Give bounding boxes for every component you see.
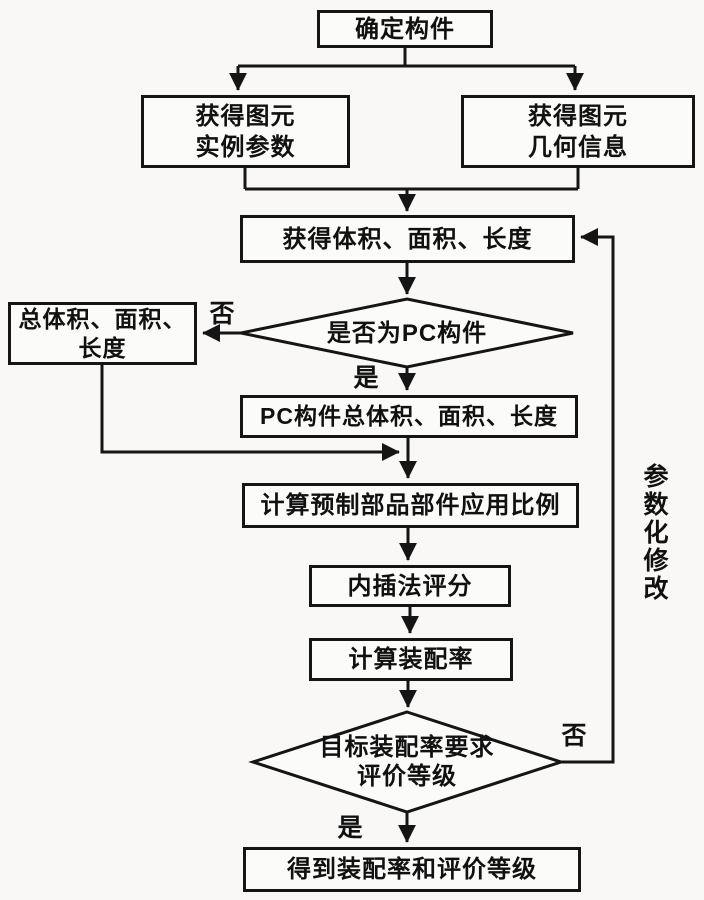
node-pc-total-label: PC构件总体积、面积、长度 — [260, 403, 558, 429]
node-interpolation: 内插法评分 — [309, 565, 511, 607]
edge-feedback-loop — [561, 228, 615, 764]
node-total-volume-line2: 长度 — [78, 334, 127, 361]
diamond-target-check-label: 目标装配率要求 评价等级 — [287, 733, 527, 791]
label-target-no: 否 — [561, 722, 587, 750]
node-instance-params: 获得图元 实例参数 — [141, 95, 350, 168]
edge-total-volume-merge — [100, 365, 400, 461]
node-calc-ratio: 计算预制部品部件应用比例 — [242, 483, 579, 528]
node-calc-assembly-label: 计算装配率 — [348, 646, 474, 673]
diamond-target-check — [248, 710, 566, 814]
node-determine-component-label: 确定构件 — [355, 15, 455, 43]
node-geometry-info: 获得图元 几何信息 — [461, 95, 695, 168]
node-result-label: 得到装配率和评价等级 — [287, 856, 537, 883]
diamond-target-check-line2: 评价等级 — [357, 763, 457, 790]
node-interpolation-label: 内插法评分 — [347, 572, 473, 600]
label-target-yes: 是 — [337, 814, 363, 842]
node-calc-assembly: 计算装配率 — [309, 638, 513, 681]
node-total-volume-line1: 总体积、面积、 — [18, 305, 187, 332]
diamond-is-pc-label: 是否为PC构件 — [277, 319, 537, 347]
node-get-volume-label: 获得体积、面积、长度 — [282, 225, 533, 253]
node-determine-component: 确定构件 — [317, 10, 493, 48]
node-result: 得到装配率和评价等级 — [243, 847, 581, 892]
node-instance-params-line1: 获得图元 — [195, 102, 296, 130]
diamond-is-pc-text: 是否为PC构件 — [326, 319, 488, 347]
edge-merge-to-get-volume — [243, 168, 580, 191]
node-geometry-info-line2: 几何信息 — [528, 133, 628, 161]
edge-determine-split — [238, 48, 575, 68]
diamond-target-check-line1: 目标装配率要求 — [319, 734, 495, 761]
node-instance-params-line2: 实例参数 — [195, 133, 296, 161]
node-pc-total: PC构件总体积、面积、长度 — [240, 395, 578, 438]
node-calc-ratio-label: 计算预制部品部件应用比例 — [260, 492, 561, 519]
node-geometry-info-line1: 获得图元 — [528, 102, 628, 130]
label-is-pc-no: 否 — [209, 300, 235, 328]
node-get-volume: 获得体积、面积、长度 — [240, 215, 575, 263]
label-parametric-modification: 参数化修改 — [640, 463, 668, 603]
node-total-volume: 总体积、面积、 长度 — [8, 302, 197, 365]
label-is-pc-yes: 是 — [353, 364, 379, 392]
diamond-is-pc — [240, 297, 574, 369]
